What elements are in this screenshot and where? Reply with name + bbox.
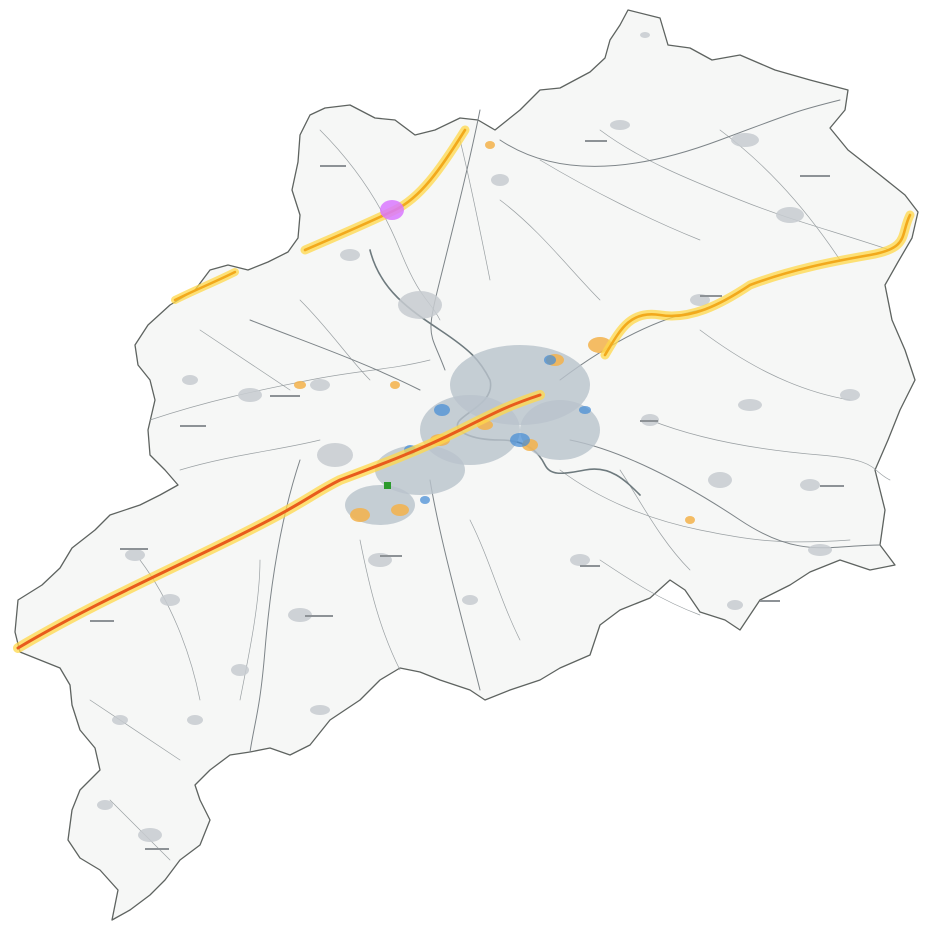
noise-hotspot [380,200,404,220]
territory-boundary [14,9,919,921]
motorway-west-stub [171,268,239,304]
settlements [97,32,860,842]
green-area-marker [384,482,391,489]
motorway-east [600,210,915,360]
motorway-main [13,390,545,653]
place-label-marks [90,140,844,850]
motorway-northwest [300,125,470,255]
